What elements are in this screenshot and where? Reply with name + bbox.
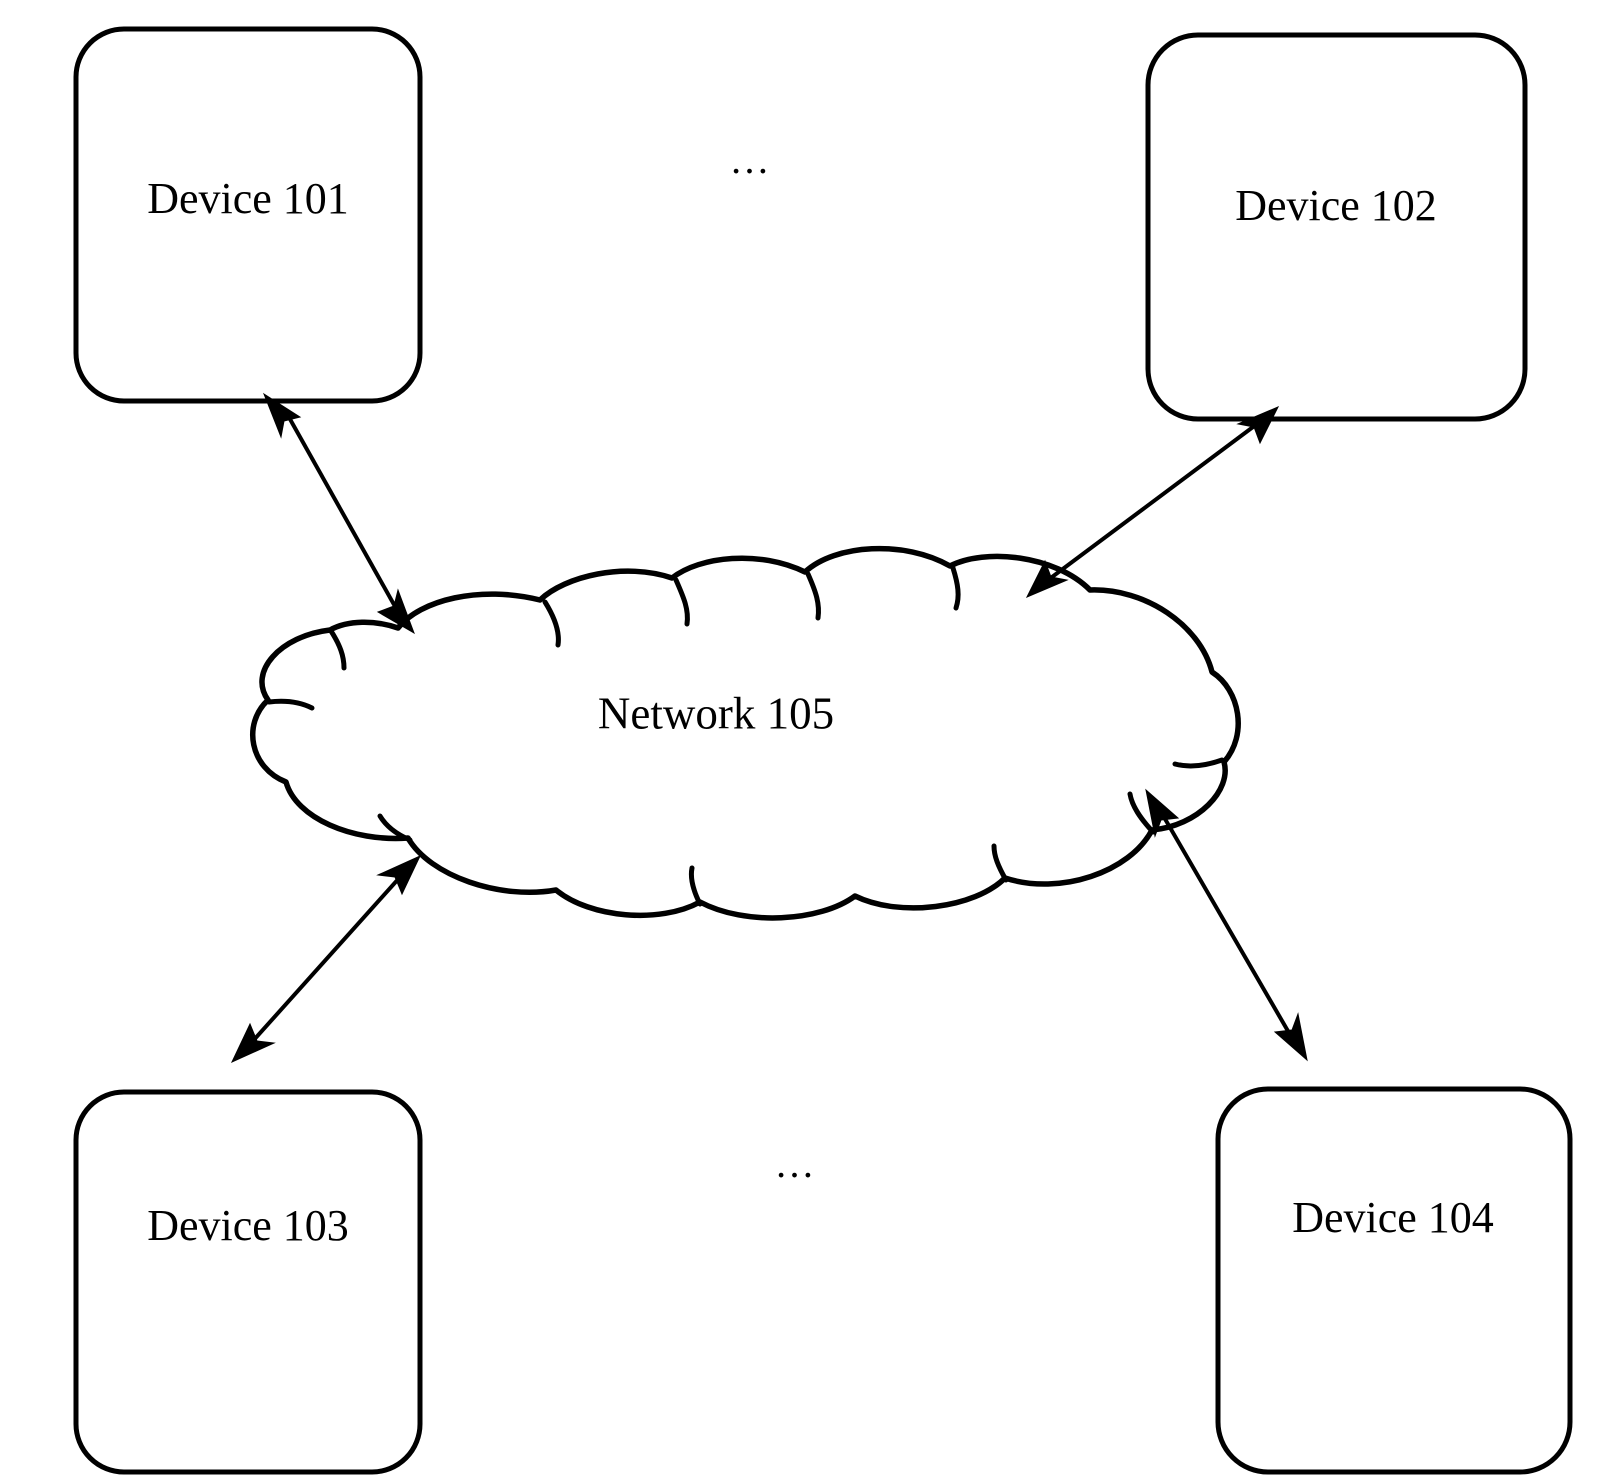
cloud-tail-1 xyxy=(542,599,561,648)
cloud-tail-9 xyxy=(377,813,413,843)
cloud-tail-2 xyxy=(673,577,690,627)
connector-device-102-network[interactable] xyxy=(1025,406,1280,598)
cloud-tail-7 xyxy=(991,843,1009,883)
connector-device-101-network[interactable] xyxy=(262,392,415,635)
connector-104-arrowhead-device xyxy=(1273,1012,1308,1062)
cloud-tail-5 xyxy=(1172,757,1225,769)
network-105-cloud[interactable]: Network 105 xyxy=(250,545,1241,921)
device-101-box[interactable] xyxy=(73,26,423,404)
device-101-label: Device 101 xyxy=(147,174,349,223)
cloud-tail-6 xyxy=(1127,791,1156,835)
device-101-node[interactable]: Device 101 xyxy=(73,26,423,404)
connector-101-line xyxy=(284,411,399,611)
device-102-node[interactable]: Device 102 xyxy=(1145,32,1528,422)
device-103-box[interactable] xyxy=(73,1089,423,1475)
connector-104-arrowhead-cloud xyxy=(1145,788,1180,838)
device-104-box[interactable] xyxy=(1215,1086,1573,1475)
cloud-tail-4 xyxy=(950,565,961,611)
connector-102-arrowhead-device xyxy=(1236,406,1280,445)
cloud-tail-10 xyxy=(266,698,315,711)
device-103-node[interactable]: Device 103 xyxy=(73,1089,423,1475)
cloud-tail-3 xyxy=(805,571,821,621)
device-102-box[interactable] xyxy=(1145,32,1528,422)
device-103-label: Device 103 xyxy=(147,1201,349,1250)
connector-102-line xyxy=(1046,422,1259,582)
ellipsis-bottom: … xyxy=(775,1141,820,1186)
connector-103-line xyxy=(250,874,403,1044)
connector-101-arrowhead-device xyxy=(262,392,302,439)
cloud-tail-11 xyxy=(328,628,347,671)
connector-102-arrowhead-cloud xyxy=(1025,559,1069,598)
device-102-label: Device 102 xyxy=(1235,181,1437,230)
device-104-node[interactable]: Device 104 xyxy=(1215,1086,1573,1475)
connector-101-arrowhead-cloud xyxy=(376,588,415,635)
connector-103-arrowhead-device xyxy=(230,1022,276,1064)
connector-103-arrowhead-cloud xyxy=(376,854,422,896)
ellipsis-top: … xyxy=(730,137,775,182)
device-104-label: Device 104 xyxy=(1292,1193,1494,1242)
connector-device-104-network[interactable] xyxy=(1145,788,1308,1062)
connector-104-line xyxy=(1159,810,1294,1040)
connector-device-103-network[interactable] xyxy=(230,854,422,1064)
network-105-label: Network 105 xyxy=(598,688,834,738)
cloud-outline[interactable] xyxy=(250,545,1241,921)
cloud-tail-8 xyxy=(688,865,703,907)
